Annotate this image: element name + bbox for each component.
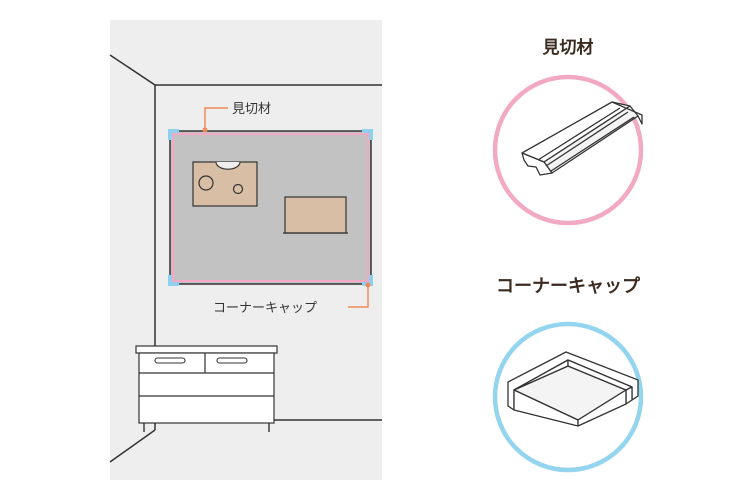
drawer-handle-right	[216, 357, 248, 364]
corner-cap-bottom-right	[362, 275, 373, 286]
corner-cap-detail-title: コーナーキャップ	[496, 275, 641, 297]
cap-leader-line	[348, 285, 369, 308]
card-notch	[215, 161, 241, 170]
card-hole-small	[232, 183, 244, 195]
room-illustration: 見切材 コーナーキャップ	[109, 20, 382, 480]
trim-detail-title: 見切材	[542, 37, 594, 58]
chest-top	[135, 345, 278, 354]
trim-edge	[172, 133, 369, 282]
corner-cap-drawing	[507, 351, 639, 427]
trim-callout-label: 見切材	[232, 102, 271, 117]
chest-of-drawers	[135, 345, 278, 432]
corner-cap-detail: コーナーキャップ	[492, 275, 644, 473]
trim-detail: 見切材	[492, 37, 644, 226]
drawer-handle-left	[154, 357, 186, 364]
trim-profile-drawing	[521, 101, 643, 176]
corner-cap-top-right	[362, 129, 373, 140]
card-hole-large	[198, 175, 214, 191]
chest-body	[138, 352, 275, 424]
ceiling-corner-line	[109, 54, 156, 86]
corner-cap-bottom-left	[168, 275, 179, 286]
corner-cap-top-left	[168, 129, 179, 140]
floor-corner-line	[109, 429, 156, 463]
trim-leader-line	[204, 107, 228, 130]
cap-leader-dot	[365, 282, 371, 288]
pinned-panel	[284, 196, 347, 234]
trim-leader-dot	[202, 127, 208, 133]
corner-cap-callout-label: コーナーキャップ	[213, 301, 317, 316]
